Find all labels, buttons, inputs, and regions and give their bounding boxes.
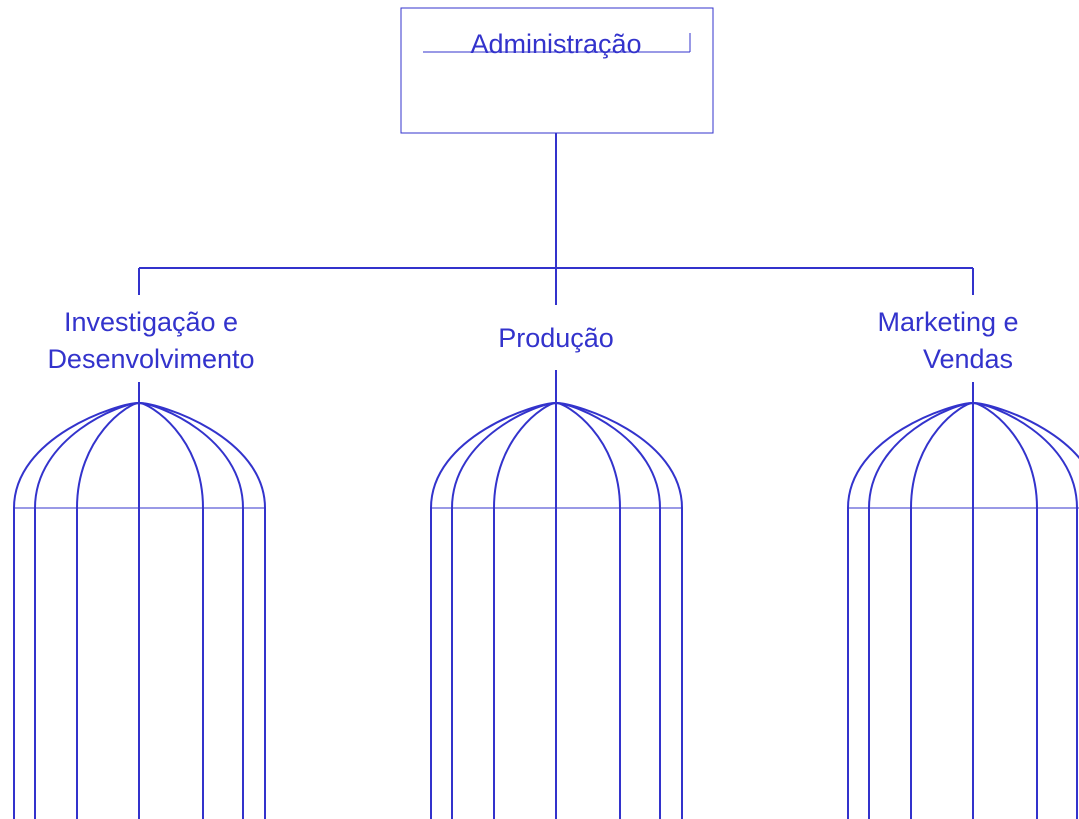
department-label-marketing-line-1: Marketing e	[877, 307, 1018, 337]
dome-rib	[430, 402, 557, 509]
department-label-investigacao-line-2: Desenvolvimento	[47, 344, 254, 374]
dome-rib	[972, 402, 1079, 460]
dome-rib	[868, 402, 974, 509]
dome-rib	[13, 402, 140, 509]
dome-rib	[847, 402, 974, 509]
root-node: Administração	[400, 7, 714, 134]
dome-rib	[972, 402, 1038, 509]
dome-producao	[430, 402, 683, 819]
root-node-title-frame	[423, 33, 691, 53]
connectors	[138, 133, 974, 305]
department-label-producao: Produção	[498, 323, 614, 353]
dome-investigacao	[13, 402, 266, 819]
dome-rib	[138, 402, 266, 509]
dome-rib	[555, 402, 621, 509]
root-node-label: Administração	[470, 29, 641, 59]
dome-marketing	[847, 402, 1079, 819]
department-label-marketing-line-2: Vendas	[923, 344, 1013, 374]
department-domes	[13, 402, 1079, 819]
dome-rib	[493, 402, 557, 509]
department-label-investigacao-line-1: Investigação e	[64, 307, 238, 337]
dome-rib	[555, 402, 683, 509]
root-node-box	[400, 7, 714, 134]
dome-rib	[138, 402, 204, 509]
dome-rib	[34, 402, 140, 509]
department-labels: Investigação e Desenvolvimento Produção …	[47, 307, 1018, 374]
column-connectors	[138, 370, 974, 403]
dome-rib	[451, 402, 557, 509]
dome-rib	[76, 402, 140, 509]
dome-rib	[910, 402, 974, 509]
